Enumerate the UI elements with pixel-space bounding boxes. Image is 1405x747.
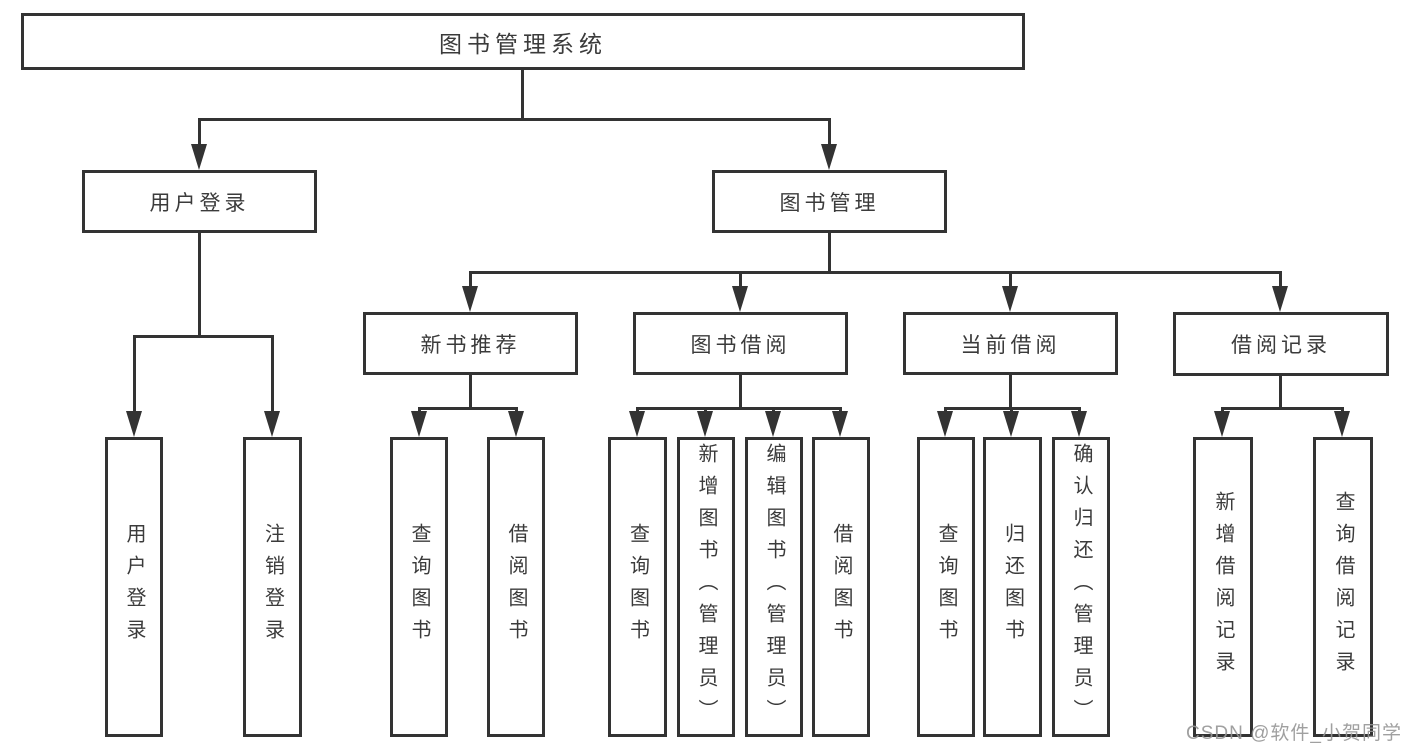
arrowhead-down-icon [1071,411,1087,437]
arrowhead-down-icon [462,286,478,312]
node-book-management: 图书管理 [712,170,947,233]
arrowhead-down-icon [126,411,142,437]
node-label: 图书管理系统 [439,30,607,57]
leaf-label: 新增图书（管理员） [695,443,717,731]
arrowhead-down-icon [264,411,280,437]
leaf-query-borrow-record: 查询借阅记录 [1313,437,1373,737]
node-book-borrowing: 图书借阅 [633,312,848,375]
connector-line [469,271,472,291]
connector-line [133,335,136,414]
leaf-label: 查询借阅记录 [1332,491,1354,683]
node-label: 图书管理 [779,191,880,215]
leaf-query-books-recommend: 查询图书 [390,437,448,737]
leaf-borrow-books: 借阅图书 [812,437,870,737]
arrowhead-down-icon [832,411,848,437]
leaf-add-book-admin: 新增图书（管理员） [677,437,735,737]
arrowhead-down-icon [697,411,713,437]
connector-line [271,335,274,414]
arrowhead-down-icon [629,411,645,437]
node-library-management-system: 图书管理系统 [21,13,1025,70]
node-label: 图书借阅 [690,333,791,357]
leaf-label: 查询图书 [626,523,649,651]
leaf-label: 借阅图书 [505,523,527,651]
leaf-label: 归还图书 [1001,523,1024,651]
node-user-login: 用户登录 [82,170,317,233]
arrowhead-down-icon [508,411,524,437]
arrowhead-down-icon [191,144,207,170]
arrowhead-down-icon [1002,286,1018,312]
leaf-query-books-current: 查询图书 [917,437,975,737]
arrowhead-down-icon [411,411,427,437]
connector-line [198,118,831,121]
connector-line [198,233,201,338]
leaf-query-books-borrowing: 查询图书 [608,437,667,737]
leaf-edit-book-admin: 编辑图书（管理员） [745,437,803,737]
connector-line [469,375,472,410]
connector-line [1279,271,1282,291]
connector-line [1221,407,1342,410]
leaf-return-book: 归还图书 [983,437,1042,737]
arrowhead-down-icon [732,286,748,312]
connector-line [636,407,842,410]
connector-line [828,118,831,148]
leaf-label: 注销登录 [261,523,284,651]
node-label: 新书推荐 [420,333,521,357]
leaf-user-login: 用户登录 [105,437,163,737]
connector-line [1279,376,1282,410]
connector-line [739,271,742,291]
connector-line [521,69,524,120]
connector-line [739,375,742,410]
node-borrowing-records: 借阅记录 [1173,312,1389,376]
csdn-watermark: CSDN @软件_小贺同学 [1186,723,1402,744]
arrowhead-down-icon [1214,411,1230,437]
connector-line [1009,375,1012,410]
arrowhead-down-icon [765,411,781,437]
leaf-borrow-books-recommend: 借阅图书 [487,437,545,737]
node-label: 用户登录 [149,191,250,215]
arrowhead-down-icon [937,411,953,437]
leaf-label: 编辑图书（管理员） [763,443,785,731]
leaf-add-borrow-record: 新增借阅记录 [1193,437,1253,737]
node-new-book-recommend: 新书推荐 [363,312,578,375]
arrowhead-down-icon [1003,411,1019,437]
connector-line [1009,271,1012,291]
connector-line [418,407,518,410]
leaf-label: 新增借阅记录 [1212,491,1234,683]
node-current-borrowing: 当前借阅 [903,312,1118,375]
connector-line [469,271,1282,274]
connector-line [133,335,274,338]
arrowhead-down-icon [1272,286,1288,312]
arrowhead-down-icon [1334,411,1350,437]
node-label: 借阅记录 [1231,334,1331,357]
leaf-label: 用户登录 [123,523,145,651]
leaf-label: 确认归还（管理员） [1070,443,1092,731]
arrowhead-down-icon [821,144,837,170]
leaf-logout: 注销登录 [243,437,302,737]
connector-line [198,118,201,148]
leaf-label: 查询图书 [408,523,430,651]
leaf-label: 借阅图书 [830,523,852,651]
connector-line [828,233,831,274]
node-label: 当前借阅 [960,333,1061,357]
leaf-confirm-return-admin: 确认归还（管理员） [1052,437,1110,737]
leaf-label: 查询图书 [935,523,957,651]
